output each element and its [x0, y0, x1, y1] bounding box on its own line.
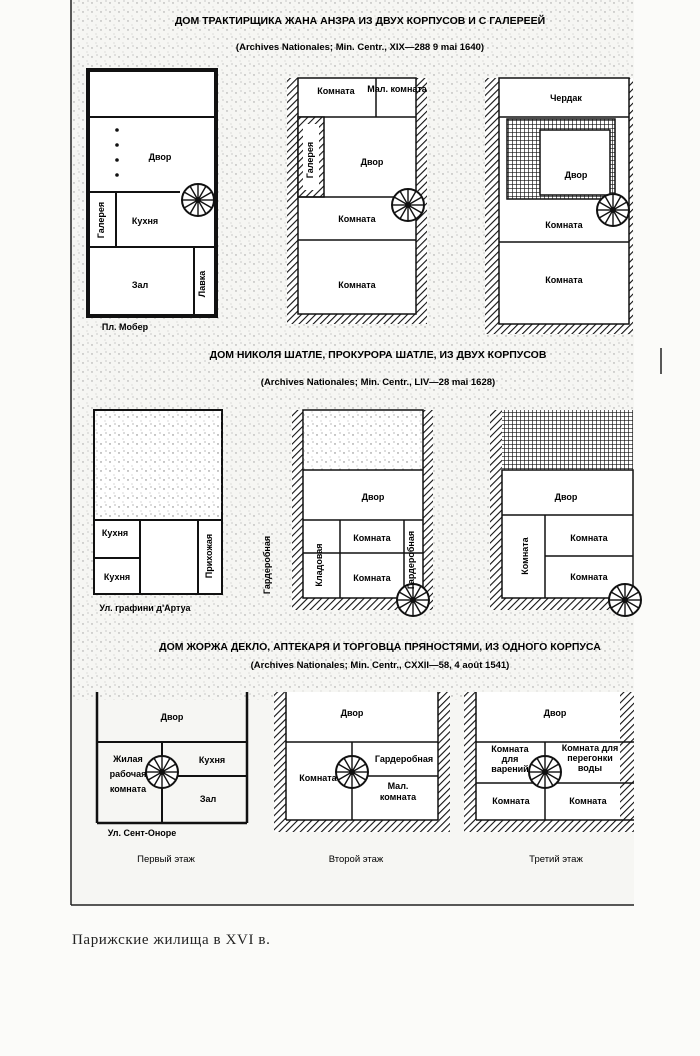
h3p1-hall: Зал	[200, 794, 217, 804]
h3p1-workroom-3: комната	[110, 784, 147, 794]
house2-ground-floor-plan	[93, 409, 223, 595]
house1-source: (Archives Nationales; Min. Centr., XIX—2…	[236, 42, 484, 53]
h1p3-room-a: Комната	[545, 220, 583, 230]
house2-title: ДОМ НИКОЛЯ ШАТЛЕ, ПРОКУРОРА ШАТЛЕ, ИЗ ДВ…	[210, 349, 547, 361]
h2p1-vestibule: Прихожая	[204, 534, 214, 578]
house2-street: Ул. графини д'Артуа	[99, 603, 191, 613]
h3p3-water-2: перегонки	[567, 753, 613, 763]
h3p2-yard: Двор	[341, 708, 364, 718]
house1-title: ДОМ ТРАКТИРЩИКА ЖАНА АНЗРА ИЗ ДВУХ КОРПУ…	[175, 14, 545, 27]
h1p2-small-room: Мал. комната	[367, 84, 428, 94]
h1p3-yard: Двор	[565, 170, 588, 180]
house1-third-floor-plan	[485, 77, 633, 334]
house3-street: Ул. Сент-Оноре	[108, 828, 177, 838]
house1-second-floor-plan	[287, 77, 427, 324]
house1-street: Пл. Мобер	[102, 322, 149, 332]
h1p1-hall: Зал	[132, 280, 149, 290]
h2p2-room-a: Комната	[353, 533, 391, 543]
house2-third-floor-plan	[490, 410, 642, 617]
h3p2-small-1: Мал.	[388, 781, 409, 791]
house3-second-floor-plan	[274, 692, 450, 832]
house3-title: ДОМ ЖОРЖА ДЕКЛО, АПТЕКАРЯ И ТОРГОВЦА ПРЯ…	[159, 641, 601, 653]
h2p2-room-b: Комната	[353, 573, 391, 583]
house2-second-floor-plan	[292, 409, 433, 617]
h2p3-yard: Двор	[555, 492, 578, 502]
house2-source: (Archives Nationales; Min. Centr., LIV—2…	[261, 377, 495, 388]
h1p2-gallery: Галерея	[305, 142, 315, 178]
h3p3-yard: Двор	[544, 708, 567, 718]
h3p1-workroom-2: рабочая	[110, 769, 147, 779]
h2p2-wardrobe-side: Гардеробная	[262, 536, 272, 594]
h3p3-jam-3: варений	[491, 764, 528, 774]
h1p1-gallery: Галерея	[96, 202, 106, 238]
h3-floor-2: Второй этаж	[329, 854, 384, 865]
house3-ground-floor-plan	[95, 692, 249, 825]
h1p2-room-a: Комната	[338, 214, 376, 224]
h2p1-kitchen: Кухня	[104, 572, 130, 582]
h1p1-kitchen: Кухня	[132, 216, 158, 226]
house3-source: (Archives Nationales; Min. Centr., CXXII…	[251, 660, 510, 671]
h3p1-yard: Двор	[161, 712, 184, 722]
figure-caption: Парижские жилища в XVI в.	[72, 932, 271, 948]
h3-floor-1: Первый этаж	[137, 854, 195, 865]
h1p1-shop: Лавка	[197, 270, 207, 298]
h3p3-water-3: воды	[578, 763, 603, 773]
h1p3-attic: Чердак	[550, 93, 582, 103]
h2p3-room-a: Комната	[570, 533, 608, 543]
h3p3-jam-1: Комната	[491, 744, 529, 754]
h3p2-small-2: комната	[380, 792, 417, 802]
h1p3-room-b: Комната	[545, 275, 583, 285]
h3p3-room-b: Комната	[569, 796, 607, 806]
h3p1-kitchen: Кухня	[199, 755, 225, 765]
h2p3-room-b: Комната	[570, 572, 608, 582]
h3p1-workroom-1: Жилая	[112, 754, 143, 764]
h2p2-dressing: Гардеробная	[406, 531, 416, 589]
h3-floor-3: Третий этаж	[529, 854, 583, 865]
h2p2-closet: Кладовая	[314, 543, 324, 586]
house3-third-floor-plan	[464, 692, 634, 832]
house1-ground-floor-plan	[86, 68, 218, 318]
h3p3-room-a: Комната	[492, 796, 530, 806]
h3p2-room: Комната	[299, 773, 337, 783]
h1p2-yard: Двор	[361, 157, 384, 167]
h3p3-water-1: Комната для	[562, 743, 619, 753]
h3p2-dressing: Гардеробная	[375, 754, 433, 764]
h2p-room-top-left: Комната	[317, 86, 355, 96]
h2p2-yard: Двор	[362, 492, 385, 502]
h1p2-room-b: Комната	[338, 280, 376, 290]
h1p1-yard: Двор	[149, 152, 172, 162]
h2p3-room-side: Комната	[520, 536, 530, 574]
h3p3-jam-2: для	[502, 754, 519, 764]
h2p1-kitchen-top: Кухня	[102, 528, 128, 538]
